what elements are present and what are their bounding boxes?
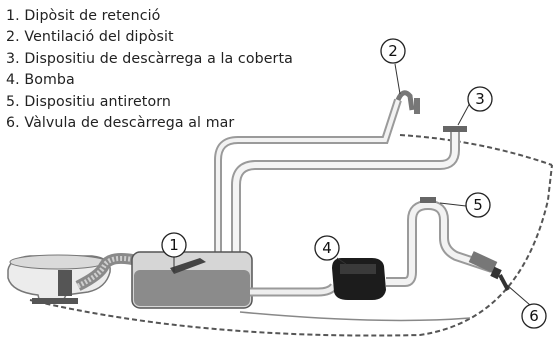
callout-3-leader — [457, 100, 472, 126]
callout-1: 1 — [161, 232, 187, 258]
hull-outline — [29, 164, 553, 337]
callout-2-leader — [394, 63, 401, 95]
legend-label: Dispositiu antiretorn — [24, 93, 172, 110]
legend-label: Ventilació del dipòsit — [24, 29, 174, 46]
legend-label: Dipòsit de retenció — [24, 8, 161, 24]
legend-number: 2. — [6, 29, 20, 46]
pump-to-loop-pipe-inner — [386, 201, 493, 285]
callout-4-number: 4 — [322, 239, 332, 257]
legend-label: Dispositiu de descàrrega a la coberta — [24, 50, 293, 67]
legend-label: Bomba — [24, 72, 75, 89]
holding-tank-liquid — [134, 270, 250, 306]
callout-6-leader — [499, 278, 531, 306]
legend-number: 6. — [6, 115, 20, 132]
pump-motor — [340, 264, 376, 274]
legend-number: 3. — [6, 50, 20, 67]
tank-inlet-fitting — [170, 258, 206, 274]
callout-6-number: 6 — [529, 307, 539, 325]
vent-fitting — [414, 98, 420, 114]
legend-number: 5. — [6, 93, 20, 110]
deck-fitting — [443, 126, 467, 132]
hull-inner-line — [239, 311, 471, 322]
deck-pumpout-pipe-inner — [233, 132, 458, 262]
vent-pipe-inner — [216, 99, 400, 262]
callout-3-number: 3 — [475, 90, 485, 108]
legend-label: Vàlvula de descàrrega al mar — [24, 115, 235, 132]
deck-line — [399, 134, 553, 166]
legend-item-deck-pumpout: 3. Dispositiu de descàrrega a la coberta — [6, 49, 293, 70]
callout-5-number: 5 — [473, 196, 483, 214]
vent-gooseneck — [395, 90, 415, 111]
legend-item-tank-vent: 2. Ventilació del dipòsit — [6, 27, 293, 48]
callout-5-leader — [439, 202, 467, 207]
legend-number: 1. — [6, 8, 20, 24]
toilet-seat — [9, 254, 107, 270]
callout-6: 6 — [521, 303, 547, 329]
legend: 1. Dipòsit de retenció 2. Ventilació del… — [6, 6, 293, 134]
legend-item-holding-tank: 1. Dipòsit de retenció — [6, 6, 293, 27]
toilet-base — [32, 298, 78, 304]
toilet-pump — [58, 270, 72, 296]
callout-2-number: 2 — [388, 42, 398, 60]
legend-item-pump: 4. Bomba — [6, 70, 293, 91]
legend-number: 4. — [6, 72, 20, 89]
anti-siphon-valve — [420, 197, 436, 203]
callout-4-leader — [336, 257, 347, 265]
toilet-to-tank-hose-inner — [76, 256, 136, 289]
callout-1-number: 1 — [169, 236, 179, 254]
legend-item-anti-siphon: 5. Dispositiu antiretorn — [6, 92, 293, 113]
callout-2: 2 — [380, 38, 406, 64]
callout-3: 3 — [467, 86, 493, 112]
legend-item-seacock: 6. Vàlvula de descàrrega al mar — [6, 113, 293, 134]
callout-4: 4 — [314, 235, 340, 261]
callout-5: 5 — [465, 192, 491, 218]
tank-to-pump-pipe-inner — [250, 284, 337, 295]
